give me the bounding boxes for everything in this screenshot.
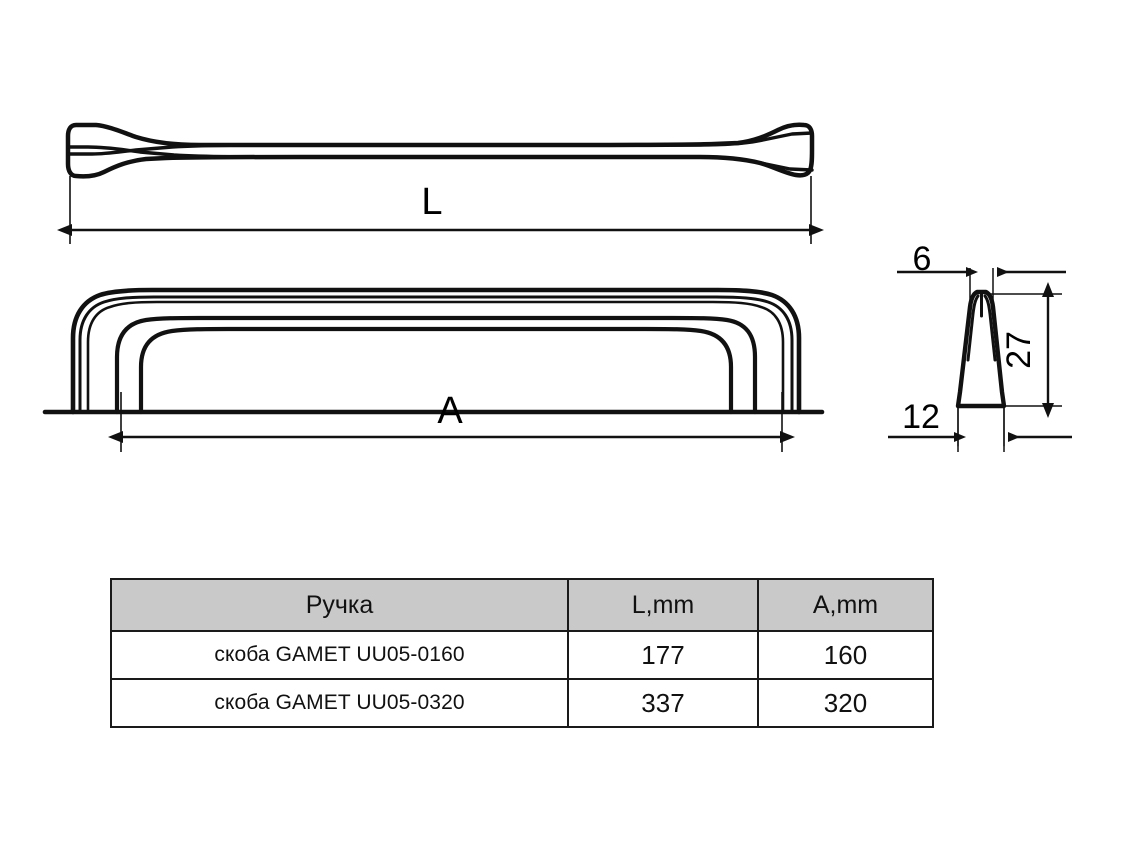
dimension-L: L [57, 176, 824, 244]
cell-product-name: скоба GAMET UU05-0160 [110, 630, 569, 680]
column-header-name: Ручка [110, 578, 569, 632]
dimension-A: A [108, 390, 795, 452]
cell-center-a: 320 [757, 678, 934, 728]
table-header-row: Ручка L,mm A,mm [110, 578, 934, 632]
top-view-handle [65, 122, 815, 179]
dimension-label-12: 12 [902, 398, 940, 436]
specification-table: Ручка L,mm A,mm скоба GAMET UU05-0160 17… [110, 578, 934, 728]
dimension-label-A: A [437, 390, 463, 432]
dimension-12: 12 [888, 398, 1072, 452]
column-header-l: L,mm [567, 578, 759, 632]
dimension-6: 6 [897, 240, 1066, 300]
cell-length-l: 337 [567, 678, 759, 728]
cross-section-profile [955, 289, 1007, 447]
dimension-label-L: L [421, 181, 442, 223]
column-header-a: A,mm [757, 578, 934, 632]
dimension-label-6: 6 [913, 240, 932, 278]
dimension-label-27: 27 [1000, 331, 1038, 369]
dimension-27: 27 [986, 282, 1062, 418]
front-elevation-handle [42, 287, 825, 415]
cell-product-name: скоба GAMET UU05-0320 [110, 678, 569, 728]
table-row: скоба GAMET UU05-0320 337 320 [110, 678, 934, 728]
cell-center-a: 160 [757, 630, 934, 680]
cell-length-l: 177 [567, 630, 759, 680]
table-row: скоба GAMET UU05-0160 177 160 [110, 630, 934, 680]
